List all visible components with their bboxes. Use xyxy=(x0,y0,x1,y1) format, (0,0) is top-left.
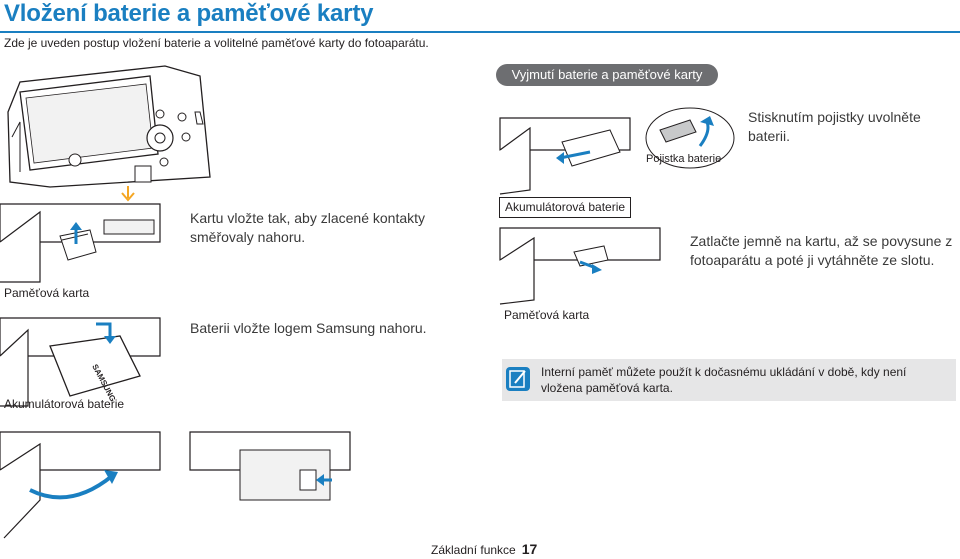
page-number: 17 xyxy=(521,541,538,557)
remove-battery-label: Akumulátorová baterie xyxy=(499,197,632,218)
closed-camera-illustration xyxy=(189,431,351,501)
card-eject-illustration xyxy=(499,227,661,305)
down-arrow-icon xyxy=(121,186,135,202)
removal-section-heading: Vyjmutí baterie a paměťové karty xyxy=(496,64,718,86)
insert-card-illustration xyxy=(0,203,161,283)
note-box xyxy=(502,359,956,401)
pencil-note-icon xyxy=(506,367,530,391)
insert-battery-illustration: SAMSUNG xyxy=(0,317,161,407)
card-eject-caption: Zatlačte jemně na kartu, až se povysune … xyxy=(690,233,953,268)
remove-card-label: Paměťová karta xyxy=(504,308,590,322)
insert-card-caption: Kartu vložte tak, aby zlacené kontakty s… xyxy=(190,210,426,245)
note-text: Interní paměť můžete použít k dočasnému … xyxy=(541,365,907,395)
page-title: Vložení baterie a paměťové karty xyxy=(4,0,374,27)
close-cover-illustration xyxy=(0,431,161,539)
insert-battery-caption: Baterii vložte logem Samsung nahoru. xyxy=(190,320,427,336)
intro-text: Zde je uveden postup vložení baterie a v… xyxy=(4,36,429,50)
battery-lock-caption: Stisknutím pojistky uvolněte baterii. xyxy=(748,109,921,144)
memory-card-label: Paměťová karta xyxy=(4,286,90,300)
title-rule xyxy=(0,31,960,33)
battery-lock-callout: Pojistka baterie xyxy=(646,153,722,165)
battery-lock-illustration xyxy=(499,107,735,195)
page-footer: Základní funkce 17 xyxy=(431,541,537,557)
insert-battery-label: Akumulátorová baterie xyxy=(4,397,125,411)
camera-back-illustration xyxy=(7,65,211,188)
footer-section: Základní funkce xyxy=(431,543,516,557)
